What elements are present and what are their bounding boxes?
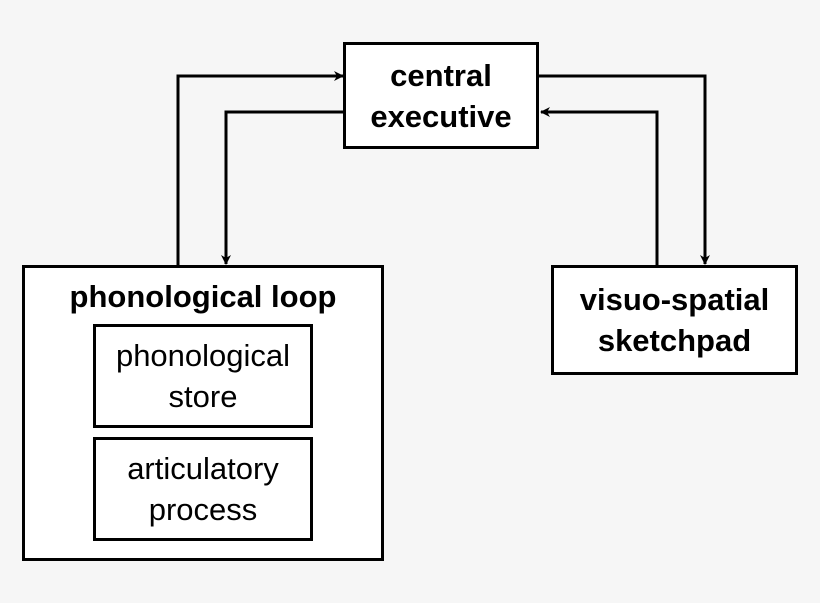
phonological-store-line1: phonological <box>115 338 291 373</box>
arrow-sketchpad-to-executive <box>540 107 659 266</box>
articulatory-process-box: articulatory process <box>93 437 313 541</box>
sketchpad-line2: sketchpad <box>597 323 752 358</box>
arrow-loop-to-executive <box>176 71 344 266</box>
arrow-executive-to-sketchpad <box>539 74 710 265</box>
central-executive-line2: executive <box>370 98 512 134</box>
central-executive-line1: central <box>390 57 492 93</box>
articulatory-process-line2: process <box>148 492 258 527</box>
articulatory-process-line1: articulatory <box>127 451 279 486</box>
visuo-spatial-sketchpad-box: visuo-spatial sketchpad <box>551 265 798 375</box>
central-executive-box: central executive <box>343 42 539 149</box>
phonological-store-box: phonological store <box>93 324 313 428</box>
phonological-store-line2: store <box>168 379 238 414</box>
phonological-loop-title: phonological loop <box>69 279 337 314</box>
arrow-executive-to-loop <box>221 110 345 265</box>
sketchpad-line1: visuo-spatial <box>579 282 770 317</box>
